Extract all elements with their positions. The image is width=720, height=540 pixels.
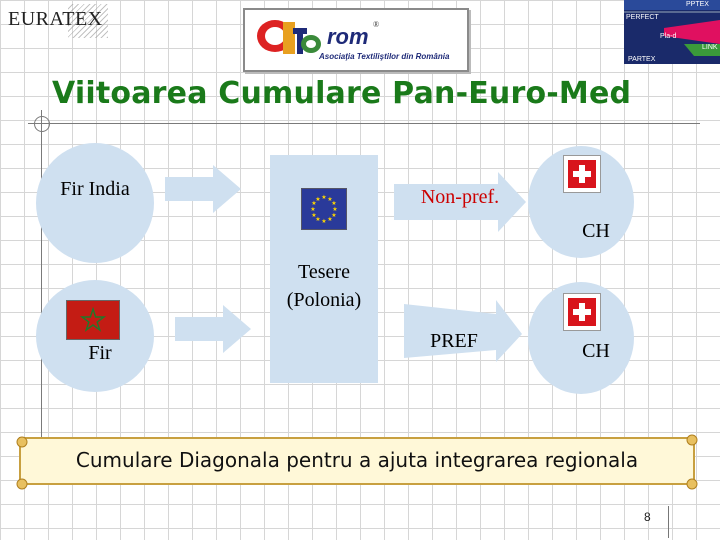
partner-logo-graphic — [624, 0, 720, 56]
partner-top-text: PERFECT — [626, 14, 659, 21]
partner-right-text: LINK — [702, 44, 718, 51]
source-ellipse-india — [36, 143, 154, 263]
swiss-flag-icon — [563, 155, 601, 193]
scroll-banner — [16, 434, 698, 490]
partner-bottom-text: PARTEX — [628, 56, 656, 63]
euratex-logo-text: EURATEX — [8, 8, 103, 30]
svg-text:★: ★ — [331, 200, 336, 207]
svg-text:★: ★ — [331, 212, 336, 219]
partner-logo: PPTEX PERFECT Pla-d LINK PARTEX — [624, 0, 720, 64]
destination-label-ch-top: CH — [582, 220, 610, 242]
atrom-logo: rom ® Asociaţia Textiliştilor din Români… — [243, 8, 469, 72]
svg-text:★: ★ — [327, 216, 332, 223]
destination-label-ch-bottom: CH — [582, 340, 610, 362]
source-label-fir-india: Fir India — [60, 178, 130, 200]
svg-text:★: ★ — [315, 196, 320, 203]
arrow-india-to-poland — [165, 165, 241, 213]
euratex-logo: EURATEX — [8, 4, 108, 38]
svg-text:★: ★ — [321, 194, 326, 201]
eu-flag-icon: ★ ★ ★ ★ ★ ★ ★ ★ ★ ★ ★ ★ — [301, 188, 347, 230]
middle-label-tesere: Tesere (Polonia) — [286, 261, 362, 311]
page-number: 8 — [644, 510, 651, 524]
registered-mark: ® — [373, 20, 380, 29]
arrow-non-pref — [394, 172, 526, 232]
partner-corner-text: PPTEX — [686, 1, 709, 8]
arrow-pref — [404, 300, 522, 362]
logo-wave-pattern — [68, 4, 108, 38]
banner-text: Cumulare Diagonala pentru a ajuta integr… — [75, 448, 639, 472]
svg-text:★: ★ — [311, 212, 316, 219]
left-vertical-rule — [41, 110, 42, 440]
svg-text:★: ★ — [315, 216, 320, 223]
atrom-logo-mark — [257, 20, 321, 54]
arrow-label-pref: PREF — [430, 330, 478, 352]
atrom-brand-text: rom — [327, 24, 369, 49]
title-divider — [28, 123, 700, 124]
arrow-label-non-pref: Non-pref. — [420, 186, 500, 208]
svg-text:★: ★ — [332, 206, 337, 213]
morocco-flag-icon — [66, 300, 120, 340]
rule-circle-ornament — [34, 116, 50, 132]
svg-text:★: ★ — [311, 200, 316, 207]
swiss-flag-icon — [563, 293, 601, 331]
slide-title: Viitoarea Cumulare Pan-Euro-Med — [52, 76, 632, 111]
source-label-fir: Fir — [88, 342, 112, 364]
svg-text:★: ★ — [310, 206, 315, 213]
arrow-fir-to-poland — [175, 305, 251, 353]
partner-middle-text: Pla-d — [660, 33, 677, 40]
atrom-subtitle: Asociaţia Textiliştilor din România — [319, 52, 450, 61]
svg-text:★: ★ — [321, 218, 326, 225]
page-number-rule — [668, 506, 669, 538]
svg-text:★: ★ — [327, 196, 332, 203]
